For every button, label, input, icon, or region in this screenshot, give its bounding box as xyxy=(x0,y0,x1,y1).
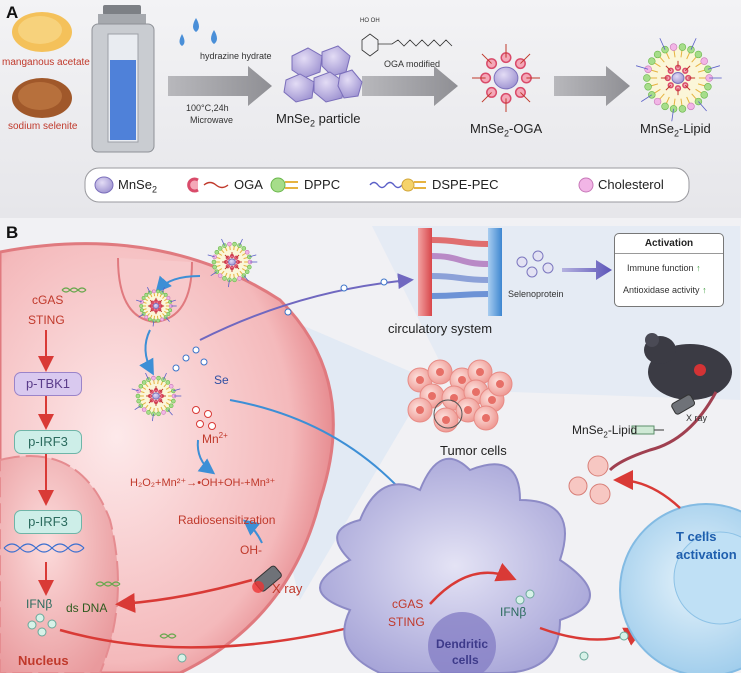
dsdna-label: ds DNA xyxy=(66,601,108,615)
arrow-mn-to-reaction xyxy=(196,439,216,475)
oga-label: MnSe2-OGA xyxy=(470,121,543,139)
immune-function-item: Immune function ↑ xyxy=(627,263,701,273)
mn-particles xyxy=(192,406,216,430)
se-label: Se xyxy=(214,373,229,387)
hydrazine-drops xyxy=(179,18,217,46)
sting-label: STING xyxy=(28,313,65,327)
legend-box xyxy=(84,167,690,203)
se-particles xyxy=(172,278,388,372)
mnse2-oga-particle xyxy=(472,44,540,112)
arrow-ifnb-to-dendritic xyxy=(59,612,393,649)
mn-label: Mn2+ xyxy=(202,431,228,446)
lipid-particle-vesicle xyxy=(136,287,177,327)
t-cell-nucleus xyxy=(673,531,741,625)
reaction-label: H₂O₂+Mn²⁺→•OH+OH-+Mn³⁺ xyxy=(130,477,276,489)
precursor-manganous-acetate: manganous acetate xyxy=(2,57,90,68)
tumor-cell-highlight xyxy=(433,399,463,429)
selenoprotein-molecules xyxy=(516,250,554,278)
dna-helix xyxy=(3,543,85,553)
modification-label: OGA modified xyxy=(384,59,441,69)
mnse2-lipid-particle xyxy=(635,38,722,122)
lipid-label: MnSe2-Lipid xyxy=(640,121,711,139)
tcells-label: T cells xyxy=(676,529,717,544)
dendritic-cell xyxy=(319,457,591,673)
panel-a-letter: A xyxy=(6,3,19,22)
particle-label: MnSe2 particle xyxy=(276,111,361,129)
cgas-label: cGAS xyxy=(32,293,64,307)
xray-tube-left xyxy=(252,565,282,593)
reagent-label: hydrazine hydrate xyxy=(200,51,272,61)
arrow-oh-to-radiosens xyxy=(242,519,263,544)
tcells-label-2: activation xyxy=(676,547,737,562)
xray-label-left: X ray xyxy=(272,581,303,596)
mnse2-particle-cluster xyxy=(283,45,363,103)
legend-dspe-label: DSPE-PEC xyxy=(432,177,499,192)
condition-method: Microwave xyxy=(190,115,234,125)
pirf3-box-top: p-IRF3 xyxy=(14,430,82,454)
activation-box: Activation Immune function ↑ Antioxidase… xyxy=(614,233,724,307)
legend-mnse2-label: MnSe2 xyxy=(118,177,157,195)
arrow-release xyxy=(139,329,154,376)
process-arrow-3 xyxy=(554,66,630,106)
lipid-particle-entering xyxy=(207,238,258,288)
arrow-to-dendritic xyxy=(229,399,413,504)
oh-label: OH- xyxy=(240,543,262,557)
condition-temp: 100°C,24h xyxy=(186,103,229,113)
xray-label-right: X ray xyxy=(686,413,708,423)
panel-b-letter: B xyxy=(6,223,19,242)
ifnb-particles-left xyxy=(27,613,57,637)
legend-cholesterol-label: Cholesterol xyxy=(598,177,664,192)
antioxidase-item: Antioxidase activity ↑ xyxy=(623,285,707,295)
ifnb-particles-dc xyxy=(515,589,535,605)
selenoprotein-label: Selenoprotein xyxy=(508,289,564,299)
legend-dspe-icon xyxy=(369,178,426,192)
legend-oga-label: OGA xyxy=(234,177,263,192)
dendritic-label: Dendritic xyxy=(436,637,489,651)
arrow-dc-sting-to-ifnb xyxy=(429,562,517,605)
precursor-sodium-selenite: sodium selenite xyxy=(8,121,78,132)
svg-text:HO OH: HO OH xyxy=(360,18,380,24)
radiosensitization-label: Radiosensitization xyxy=(178,513,276,527)
mouse xyxy=(608,333,732,472)
process-arrow-2 xyxy=(362,66,458,106)
tumor-cells-label: Tumor cells xyxy=(440,443,507,458)
activation-title: Activation xyxy=(644,238,694,249)
ifnb-particles-travel xyxy=(177,631,629,663)
dendritic-label-2: cells xyxy=(452,653,479,667)
circulatory-label: circulatory system xyxy=(388,321,493,336)
arrow-tcells-to-tumor xyxy=(613,470,681,509)
ptbk1-box: p-TBK1 xyxy=(14,372,82,396)
arrow-to-activation xyxy=(562,260,612,280)
arrow-xray-to-dsdna xyxy=(115,578,253,613)
dc-cgas-label: cGAS xyxy=(392,597,424,611)
arrow-uptake xyxy=(155,275,201,294)
dc-sting-label: STING xyxy=(388,615,425,629)
sodium-selenite-pile xyxy=(12,78,72,118)
circulatory-system xyxy=(418,228,502,316)
legend-cholesterol-icon xyxy=(578,177,594,193)
ifnb-label-left: IFNβ xyxy=(26,597,53,611)
legend-dppc-icon xyxy=(270,177,298,193)
legend-oga-icon xyxy=(187,177,229,193)
manganous-acetate-pile xyxy=(12,12,72,52)
autoclave-reactor xyxy=(91,5,155,153)
syringe xyxy=(631,425,664,435)
legend-dppc-label: DPPC xyxy=(304,177,341,192)
xray-tube-right xyxy=(671,394,696,415)
lipid-particle-released xyxy=(131,372,182,422)
dc-ifnb-label: IFNβ xyxy=(500,605,527,619)
tumor-cell-cluster xyxy=(407,359,513,433)
dendritic-nucleus xyxy=(428,612,496,673)
dying-tumor-cells xyxy=(568,455,611,505)
mouse-injection-label: MnSe2-Lipid xyxy=(572,423,638,440)
pirf3-box-nucleus: p-IRF3 xyxy=(14,510,82,534)
process-arrow-1 xyxy=(168,66,272,106)
nucleus-label: Nucleus xyxy=(18,653,69,668)
legend-mnse2-icon xyxy=(94,176,114,194)
oga-molecule: HO OH xyxy=(360,18,453,57)
